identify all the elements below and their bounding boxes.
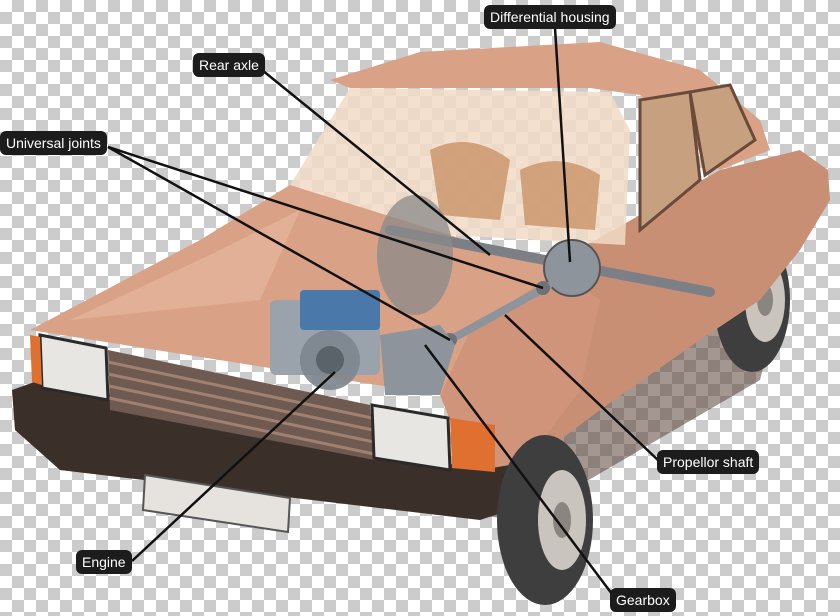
- leader-universal-joints-b: [107, 145, 451, 342]
- indicator-left: [30, 335, 42, 385]
- hood-highlight: [70, 210, 300, 320]
- leader-rear-axle: [261, 69, 491, 256]
- label-engine: Engine: [76, 550, 132, 574]
- side-window-rear: [688, 83, 757, 178]
- leader-propellor: [504, 314, 661, 463]
- car-roof: [330, 42, 770, 170]
- headlight-right: [370, 403, 452, 472]
- seat: [430, 142, 510, 220]
- label-differential-housing: Differential housing: [484, 5, 616, 29]
- differential-housing: [543, 239, 601, 297]
- propellor-shaft: [446, 282, 552, 344]
- leader-gearbox: [424, 344, 616, 599]
- side-window-front: [638, 90, 702, 234]
- headlight-left: [38, 333, 110, 402]
- number-plate: [141, 473, 292, 534]
- leader-engine: [131, 371, 336, 562]
- seat-rear: [520, 161, 600, 230]
- underbody-shadow: [60, 300, 780, 520]
- gearbox: [380, 325, 455, 395]
- leader-differential: [553, 27, 572, 263]
- leader-universal-joints-a: [107, 145, 544, 290]
- leader-lines: [107, 27, 661, 599]
- label-gearbox: Gearbox: [610, 588, 676, 612]
- label-universal-joints: Universal joints: [0, 131, 107, 155]
- indicator-right: [450, 418, 495, 472]
- radiator-grille: [107, 350, 375, 460]
- engine: [270, 290, 380, 390]
- spare-wheel: [377, 195, 453, 315]
- label-rear-axle: Rear axle: [193, 53, 265, 77]
- label-propellor-shaft: Propellor shaft: [657, 450, 760, 474]
